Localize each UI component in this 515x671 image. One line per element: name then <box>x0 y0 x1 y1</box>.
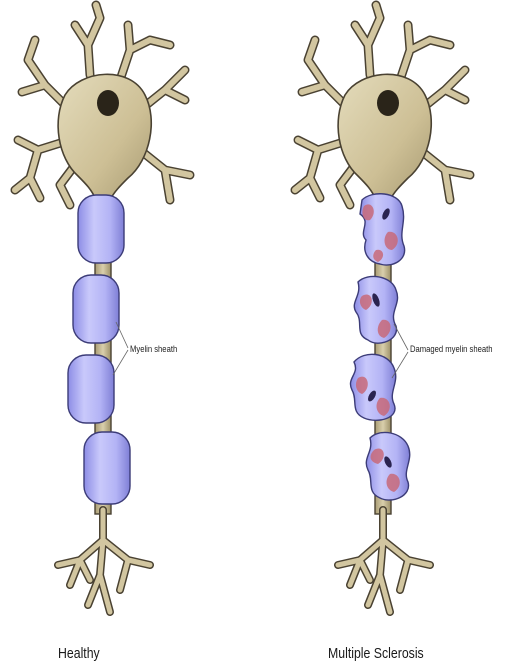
healthy-neuron <box>15 5 190 612</box>
myelin-segment <box>73 275 119 343</box>
damaged-myelin-segment <box>354 276 397 343</box>
ms-neuron <box>295 5 470 612</box>
myelin-segment <box>68 355 114 423</box>
myelin-sheath-label: Myelin sheath <box>130 344 177 354</box>
multiple-sclerosis-caption: Multiple Sclerosis <box>328 645 424 662</box>
myelin-segment <box>84 432 130 504</box>
damaged-myelin-sheath-label: Damaged myelin sheath <box>410 344 493 354</box>
myelin-segment <box>78 195 124 263</box>
healthy-caption: Healthy <box>58 645 100 662</box>
